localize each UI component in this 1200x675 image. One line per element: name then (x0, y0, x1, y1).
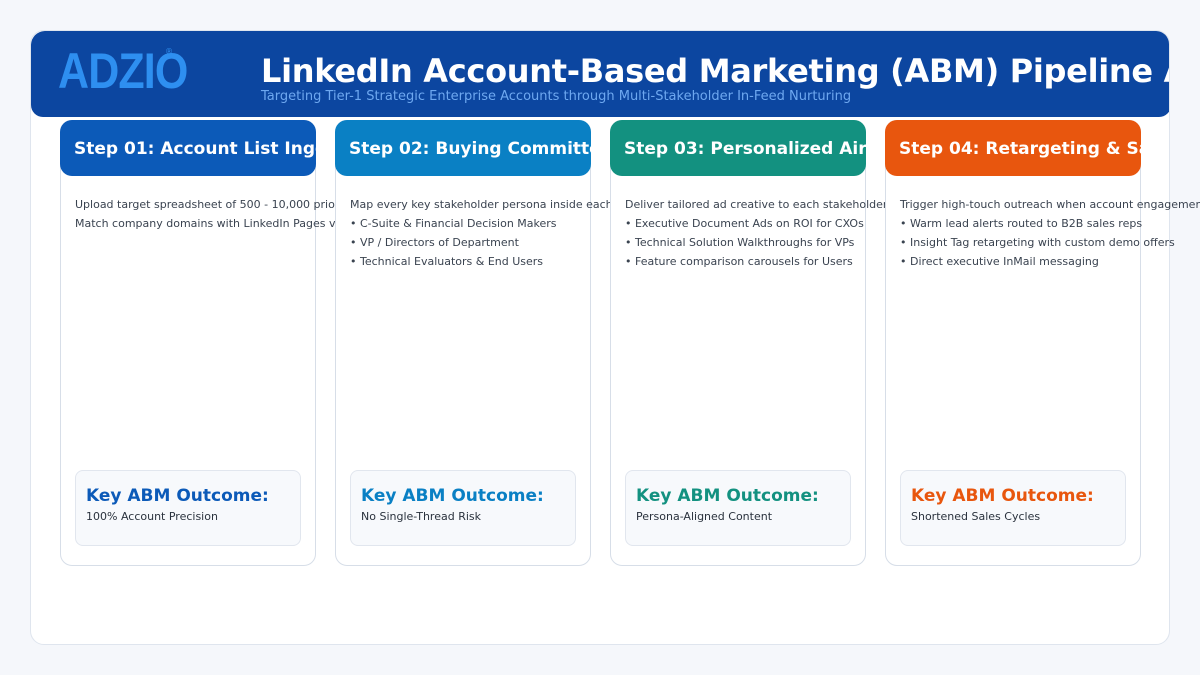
step-title: Step 04: Retargeting & Sales Alerts (899, 139, 1141, 159)
outcome-box: Key ABM Outcome: 100% Account Precision (75, 470, 301, 546)
step-card-2: Step 02: Buying Committee Mapping Map ev… (335, 120, 650, 566)
outcome-box: Key ABM Outcome: Shortened Sales Cycles (900, 470, 1126, 546)
step-line: • Direct executive InMail messaging (900, 255, 1099, 268)
step-line: • Technical Solution Walkthroughs for VP… (625, 236, 855, 249)
page-title: LinkedIn Account-Based Marketing (ABM) P… (261, 52, 1169, 90)
step-title: Step 01: Account List Ingestion (74, 139, 316, 159)
step-card-1: Step 01: Account List Ingestion Upload t… (60, 120, 406, 566)
step-line: • Warm lead alerts routed to B2B sales r… (900, 217, 1143, 230)
step-header: Step 04: Retargeting & Sales Alerts (885, 120, 1141, 176)
registered-mark: ® (165, 47, 173, 56)
step-line: Trigger high-touch outreach when account… (900, 198, 1200, 211)
outcome-value: 100% Account Precision (86, 510, 218, 523)
step-description: Map every key stakeholder persona inside… (350, 195, 650, 271)
step-title: Step 03: Personalized Air Cover (624, 139, 866, 159)
outcome-label: Key ABM Outcome: (361, 486, 544, 506)
step-header: Step 03: Personalized Air Cover (610, 120, 866, 176)
step-line: • C-Suite & Financial Decision Makers (350, 217, 557, 230)
step-header: Step 01: Account List Ingestion (60, 120, 316, 176)
outcome-label: Key ABM Outcome: (636, 486, 819, 506)
step-card-4: Step 04: Retargeting & Sales Alerts Trig… (885, 120, 1200, 566)
outcome-value: Shortened Sales Cycles (911, 510, 1041, 523)
step-line: • Feature comparison carousels for Users (625, 255, 853, 268)
outcome-value: Persona-Aligned Content (636, 510, 773, 523)
page-subtitle: Targeting Tier-1 Strategic Enterprise Ac… (261, 89, 852, 104)
outcome-value: No Single-Thread Risk (361, 510, 481, 523)
step-line: Map every key stakeholder persona inside… (350, 198, 650, 211)
step-description: Upload target spreadsheet of 500 - 10,00… (75, 195, 406, 233)
brand-logo: ADZIO (58, 43, 188, 99)
step-description: Trigger high-touch outreach when account… (900, 195, 1200, 271)
step-header: Step 02: Buying Committee Mapping (335, 120, 591, 176)
step-line: • VP / Directors of Department (350, 236, 519, 249)
outcome-label: Key ABM Outcome: (911, 486, 1094, 506)
step-card-3: Step 03: Personalized Air Cover Deliver … (610, 120, 910, 566)
header-banner: ADZIO ® LinkedIn Account-Based Marketing… (31, 31, 1169, 117)
step-line: Match company domains with LinkedIn Page… (75, 217, 346, 230)
step-description: Deliver tailored ad creative to each sta… (625, 195, 910, 271)
step-line: • Insight Tag retargeting with custom de… (900, 236, 1175, 249)
step-line: Deliver tailored ad creative to each sta… (625, 198, 910, 211)
step-title: Step 02: Buying Committee Mapping (349, 139, 591, 159)
outcome-box: Key ABM Outcome: Persona-Aligned Content (625, 470, 851, 546)
outcome-label: Key ABM Outcome: (86, 486, 269, 506)
outcome-box: Key ABM Outcome: No Single-Thread Risk (350, 470, 576, 546)
step-line: • Technical Evaluators & End Users (350, 255, 544, 268)
step-line: Upload target spreadsheet of 500 - 10,00… (75, 198, 407, 211)
step-line: • Executive Document Ads on ROI for CXOs (625, 217, 864, 230)
